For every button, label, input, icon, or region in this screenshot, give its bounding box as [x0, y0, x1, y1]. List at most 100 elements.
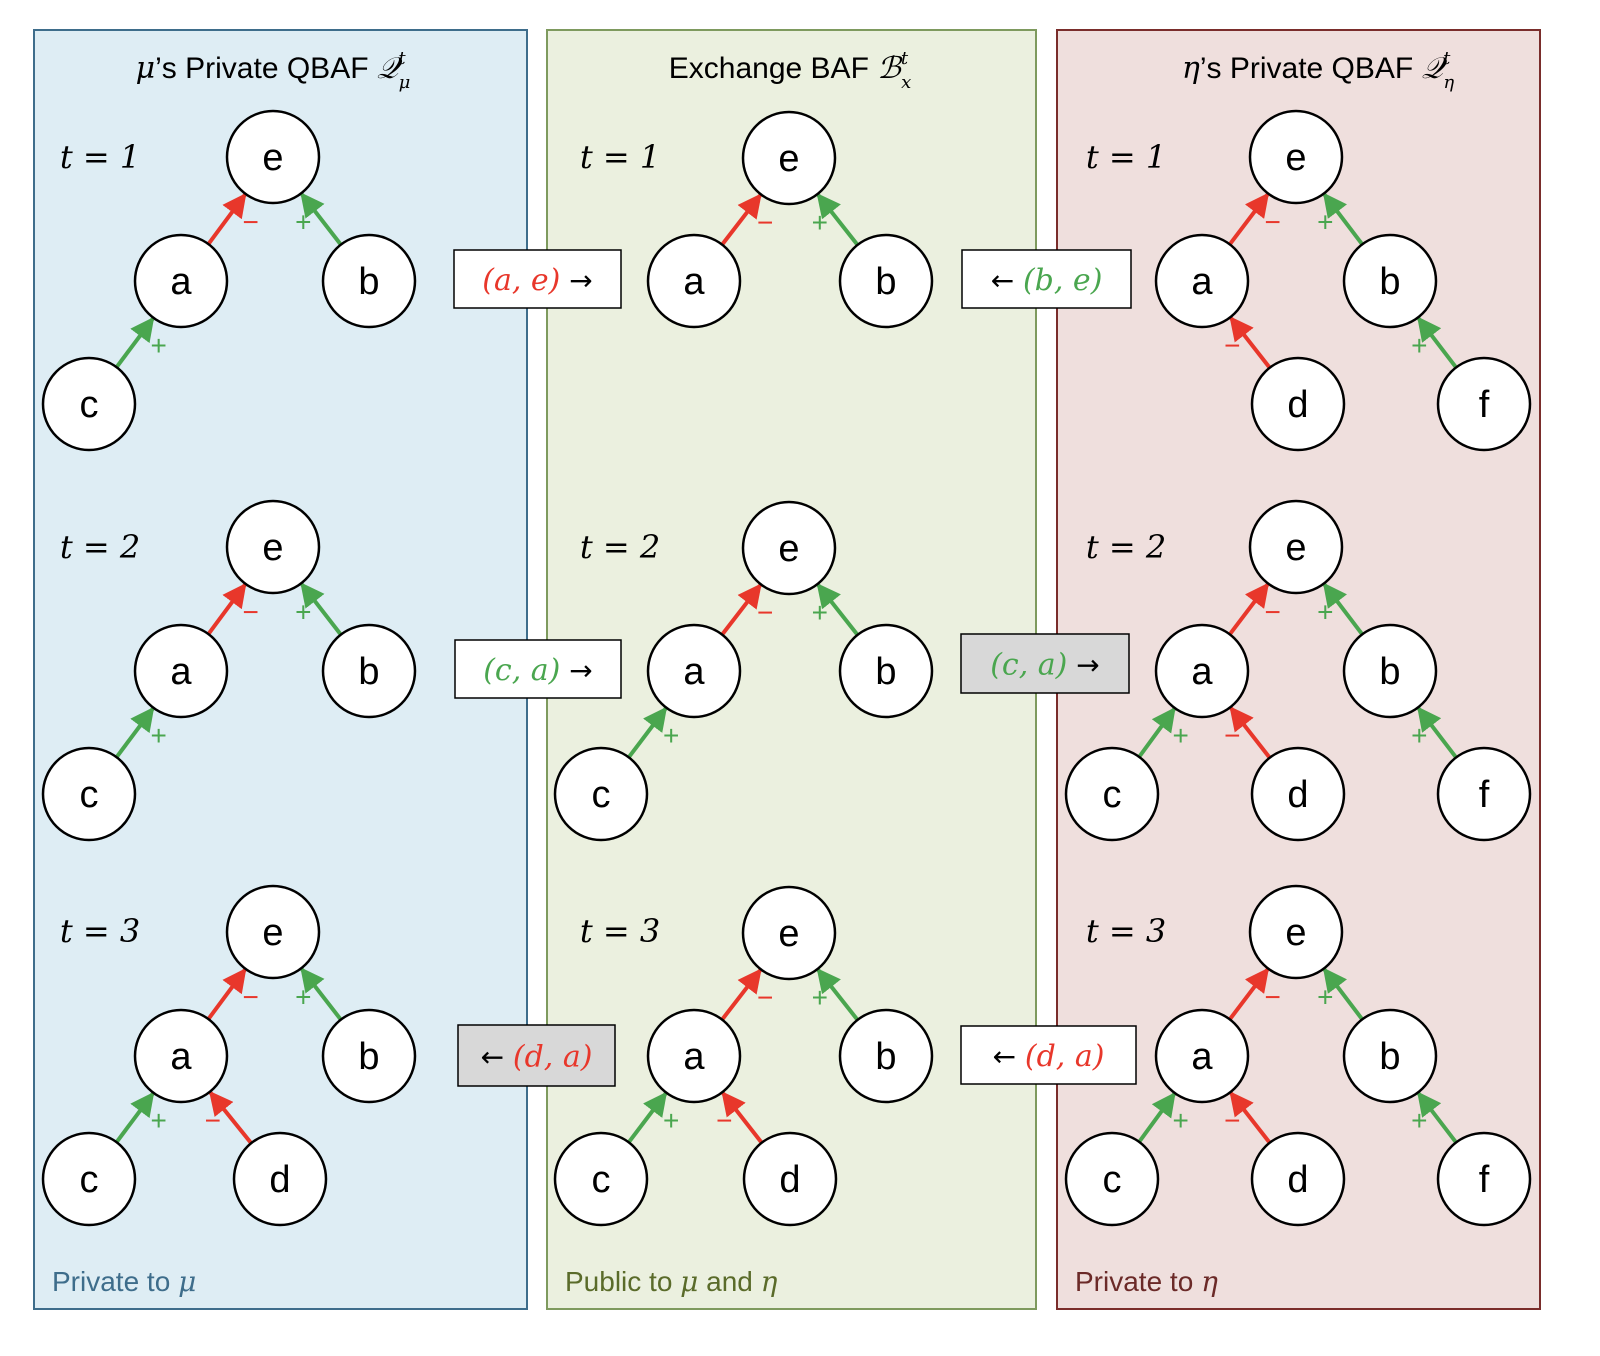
attack-edge-a-e — [1228, 967, 1270, 1021]
attack-edge-d-a — [721, 1091, 764, 1144]
support-edge-c-a — [627, 706, 668, 759]
support-sign-b-e: + — [812, 982, 828, 1013]
support-sign-c-a: + — [1173, 1105, 1189, 1136]
node-label: d — [269, 1159, 290, 1201]
time-step-label: t = 2 — [60, 528, 140, 566]
support-edge-b-e — [1322, 582, 1364, 636]
support-sign-c-a: + — [663, 720, 679, 751]
support-sign-f-b: + — [1411, 330, 1427, 361]
attack-edge-d-a — [1229, 1091, 1272, 1144]
node-label: b — [358, 651, 379, 693]
argument-node-b: b — [838, 623, 934, 719]
argument-node-e: e — [225, 884, 321, 980]
node-label: a — [170, 261, 192, 303]
support-sign-b-e: + — [812, 207, 828, 238]
node-label: b — [358, 1036, 379, 1078]
argument-node-e: e — [741, 885, 837, 981]
node-label: b — [875, 261, 896, 303]
support-edge-f-b — [1416, 316, 1458, 369]
attack-sign-d-a: − — [1224, 720, 1240, 751]
argument-node-b: b — [838, 233, 934, 329]
support-edge-b-e — [1322, 192, 1364, 246]
time-step-label: t = 1 — [580, 138, 660, 176]
support-sign-c-a: + — [663, 1105, 679, 1136]
argument-node-b: b — [321, 233, 417, 329]
panel-footer-exchange: Public to μ and η — [565, 1265, 778, 1298]
argument-node-c: c — [553, 1131, 649, 1227]
node-label: d — [779, 1159, 800, 1201]
argument-node-d: d — [742, 1131, 838, 1227]
attack-sign-a-e: − — [757, 597, 773, 628]
node-label: b — [1379, 651, 1400, 693]
argument-node-c: c — [1064, 746, 1160, 842]
node-label: f — [1479, 384, 1490, 426]
attack-edge-a-e — [720, 193, 762, 246]
node-label: f — [1479, 774, 1490, 816]
argument-node-a: a — [646, 1008, 742, 1104]
support-sign-c-a: + — [1173, 720, 1189, 751]
support-sign-b-e: + — [295, 981, 311, 1012]
support-edge-b-e — [1322, 967, 1364, 1021]
panel-mu — [33, 29, 528, 1310]
node-label: e — [262, 912, 283, 954]
time-step-label: t = 2 — [580, 528, 660, 566]
support-sign-b-e: + — [295, 596, 311, 627]
argument-node-e: e — [1248, 884, 1344, 980]
message-box-t2-left: (c, a) → — [454, 639, 622, 699]
argument-node-f: f — [1436, 746, 1532, 842]
argument-node-c: c — [41, 746, 137, 842]
panel-exchange — [546, 29, 1037, 1310]
support-sign-b-e: + — [295, 206, 311, 237]
node-label: e — [778, 138, 799, 180]
node-label: e — [1285, 912, 1306, 954]
attack-sign-d-a: − — [205, 1105, 221, 1136]
argument-node-e: e — [741, 110, 837, 206]
node-label: a — [1191, 1036, 1213, 1078]
time-step-label: t = 1 — [60, 138, 140, 176]
support-edge-f-b — [1416, 1091, 1458, 1144]
time-step-label: t = 3 — [580, 912, 660, 950]
argument-node-a: a — [133, 623, 229, 719]
message-box-t3-left: ← (d, a) — [457, 1024, 616, 1087]
attack-edge-a-e — [1228, 582, 1270, 636]
attack-sign-d-a: − — [716, 1105, 732, 1136]
message-box-t2-right: (c, a) → — [960, 633, 1130, 694]
attack-sign-a-e: − — [757, 982, 773, 1013]
support-sign-f-b: + — [1411, 720, 1427, 751]
argument-node-a: a — [1154, 233, 1250, 329]
node-label: e — [778, 913, 799, 955]
message-text: (c, a) → — [483, 653, 593, 688]
node-label: b — [358, 261, 379, 303]
support-edge-c-a — [114, 1091, 155, 1144]
node-label: a — [1191, 651, 1213, 693]
node-label: b — [1379, 1036, 1400, 1078]
node-label: e — [778, 528, 799, 570]
attack-sign-a-e: − — [243, 981, 259, 1012]
node-label: c — [1103, 774, 1122, 816]
attack-edge-a-e — [206, 582, 247, 636]
attack-edge-a-e — [720, 968, 762, 1021]
support-sign-b-e: + — [1317, 206, 1333, 237]
support-sign-b-e: + — [1317, 981, 1333, 1012]
attack-sign-a-e: − — [243, 596, 259, 627]
argument-node-c: c — [1064, 1131, 1160, 1227]
node-label: c — [80, 1159, 99, 1201]
attack-sign-a-e: − — [1265, 596, 1281, 627]
node-label: e — [262, 137, 283, 179]
support-sign-f-b: + — [1411, 1105, 1427, 1136]
argument-node-b: b — [321, 1008, 417, 1104]
support-edge-c-a — [1137, 706, 1176, 759]
node-label: e — [1285, 137, 1306, 179]
argument-node-e: e — [225, 499, 321, 595]
argument-node-a: a — [1154, 623, 1250, 719]
attack-sign-a-e: − — [1265, 981, 1281, 1012]
support-edge-c-a — [114, 706, 155, 759]
panel-eta — [1056, 29, 1541, 1310]
message-text: ← (b, e) — [991, 263, 1103, 298]
support-sign-b-e: + — [1317, 596, 1333, 627]
node-label: d — [1287, 774, 1308, 816]
attack-sign-a-e: − — [1265, 206, 1281, 237]
